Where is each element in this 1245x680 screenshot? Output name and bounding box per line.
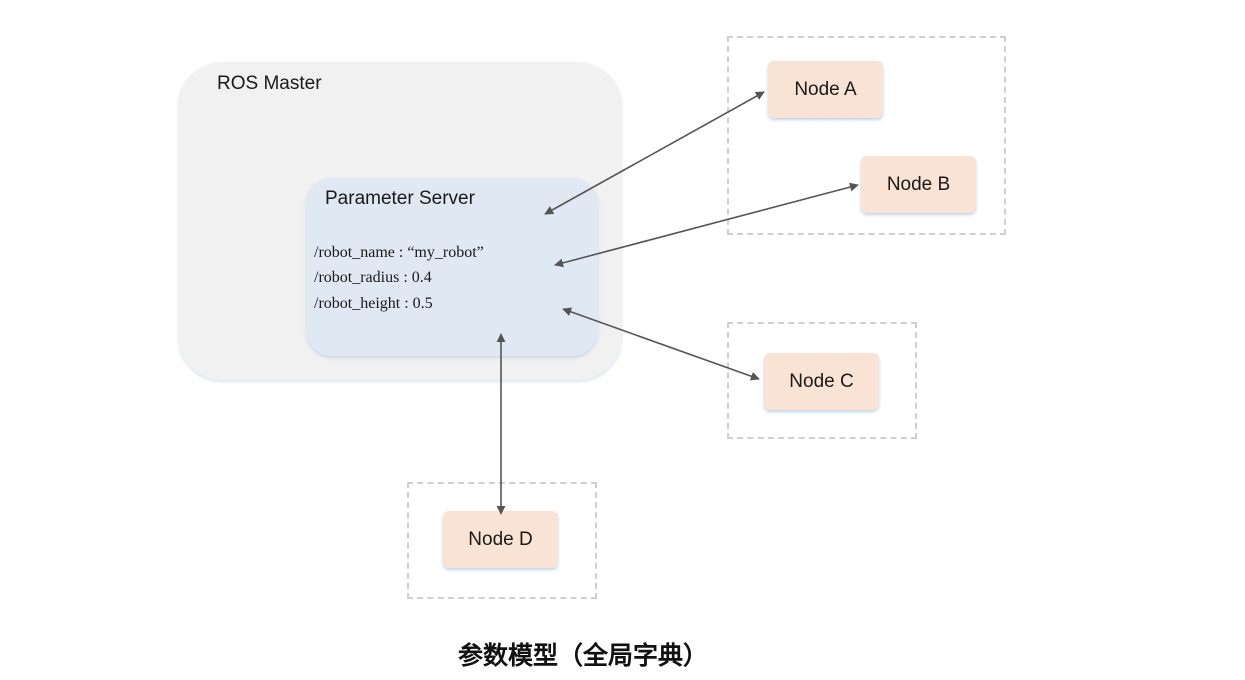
ros-master-title: ROS Master — [217, 73, 322, 94]
param-entry-robot-height: /robot_height : 0.5 — [314, 295, 433, 312]
node-b[interactable]: Node B — [861, 156, 976, 213]
diagram-caption: 参数模型（全局字典） — [457, 641, 708, 670]
param-entry-robot-name: /robot_name : “my_robot” — [314, 244, 484, 261]
node-c[interactable]: Node C — [764, 353, 879, 410]
node-a[interactable]: Node A — [768, 61, 883, 118]
node-d[interactable]: Node D — [443, 511, 558, 568]
parameter-server-title: Parameter Server — [325, 188, 475, 209]
param-entry-robot-radius: /robot_radius : 0.4 — [314, 269, 432, 286]
parameter-server-box: Parameter Server /robot_name : “my_robot… — [306, 178, 598, 356]
